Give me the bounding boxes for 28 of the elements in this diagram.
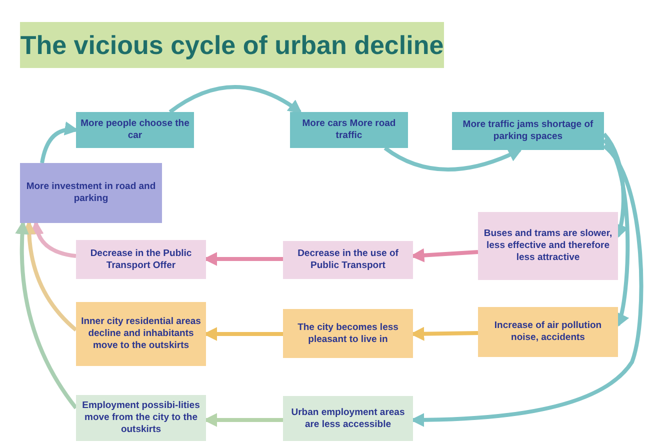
box-text: Urban employment areas are less accessible xyxy=(290,406,406,430)
box-text: More cars More road traffic xyxy=(301,118,397,142)
box-text: More people choose the car xyxy=(80,118,190,142)
arrow xyxy=(384,146,523,172)
process-box xyxy=(76,112,194,148)
box-text: More traffic jams shortage of parking spaces xyxy=(462,119,594,143)
arrow xyxy=(602,132,628,239)
box-text: The city becomes less pleasant to live in xyxy=(296,322,400,346)
process-box xyxy=(283,396,413,441)
box-text: More investment in road and parking xyxy=(25,181,157,205)
process-box xyxy=(76,240,206,279)
process-box xyxy=(478,307,618,357)
arrow xyxy=(602,138,630,328)
process-box xyxy=(290,112,408,148)
process-box xyxy=(20,163,162,223)
box-text: Increase of air pollution noise, accidents xyxy=(493,320,603,344)
title: The vicious cycle of urban decline xyxy=(20,22,444,68)
process-box xyxy=(283,309,413,358)
box-text: Decrease in the Public Transport Offer xyxy=(89,248,193,272)
process-box xyxy=(478,212,618,280)
box-text: Buses and trams are slower, less effective and therefore less attractive xyxy=(482,228,614,264)
process-box xyxy=(452,112,604,150)
box-text: Decrease in the use of Public Transport xyxy=(296,248,400,272)
box-text: Employment possibi-lities move from the city to the outskirts xyxy=(81,400,201,436)
process-box xyxy=(76,302,206,366)
process-box xyxy=(283,241,413,279)
box-text: Inner city residential areas decline and inhabitants move to the outskirts xyxy=(80,316,202,352)
arrow xyxy=(168,85,302,114)
